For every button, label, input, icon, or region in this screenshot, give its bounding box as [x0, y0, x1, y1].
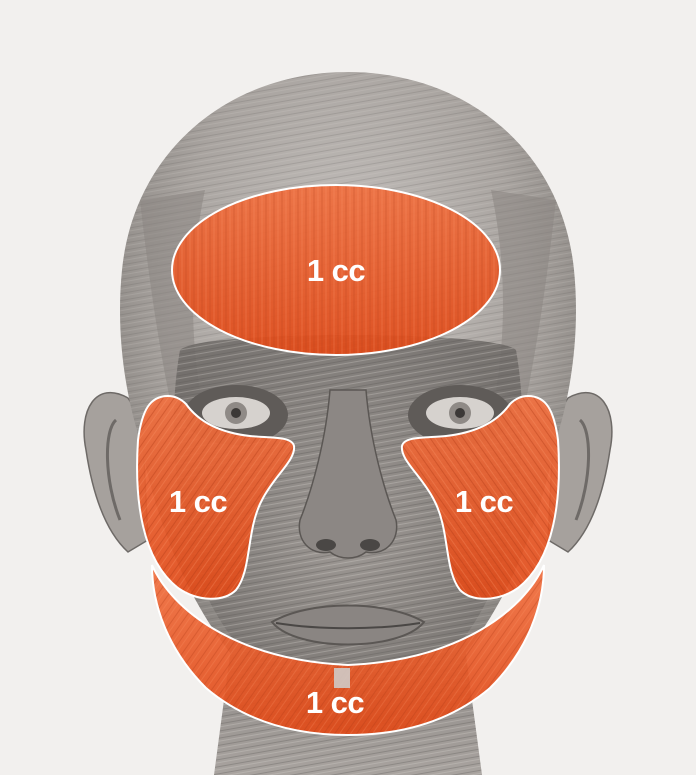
zone-right-cheek-label: 1 cc: [455, 484, 514, 519]
zone-jaw-label: 1 cc: [306, 685, 365, 720]
zone-left-cheek-label: 1 cc: [169, 484, 228, 519]
zone-forehead-label: 1 cc: [307, 253, 366, 288]
